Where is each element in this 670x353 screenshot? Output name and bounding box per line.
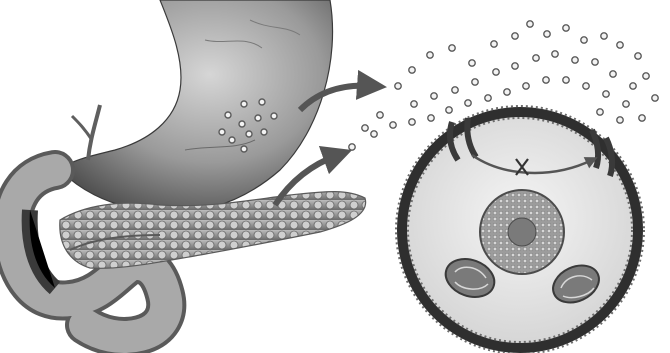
cell bbox=[396, 106, 644, 353]
blood-vessels bbox=[72, 105, 100, 160]
nucleus bbox=[480, 190, 564, 274]
